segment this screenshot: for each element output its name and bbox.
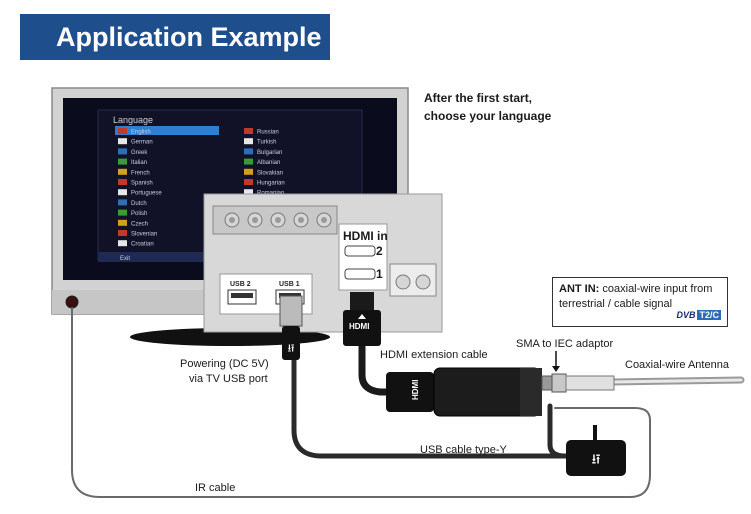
tv-connector-panel: HDMI in 2 1 USB 2 USB 1 [203, 193, 443, 333]
usb-female-body [566, 440, 626, 476]
language-option[interactable]: Bulgarian [257, 150, 282, 156]
iec-plug [565, 375, 615, 391]
flag-icon [118, 209, 127, 216]
language-option[interactable]: Polish [131, 211, 147, 217]
hdmi-in-label: HDMI in [343, 229, 388, 243]
instruction-line-2: choose your language [424, 109, 552, 123]
flag-icon [118, 179, 127, 185]
usb-plug: ⭿ [279, 295, 303, 360]
flag-icon [118, 219, 127, 226]
hdmi-2-label: 2 [376, 244, 383, 258]
usb-cable-type-y [291, 357, 603, 459]
ir-cable [71, 307, 651, 498]
powering-label-2: via TV USB port [189, 373, 268, 385]
menu-title: Language [113, 115, 153, 125]
usb-1-label: USB 1 [279, 281, 300, 288]
flag-icon [244, 128, 253, 134]
usb-plug-body [282, 326, 300, 360]
hdmi-port-2 [344, 245, 376, 257]
coax-antenna-label: Coaxial-wire Antenna [625, 359, 730, 371]
page-title: Application Example [20, 14, 330, 60]
flag-icon [244, 179, 253, 185]
flag-icon [118, 230, 127, 236]
ant-in-text-1: coaxial-wire input from [599, 283, 713, 295]
instruction-line-1: After the first start, [424, 91, 532, 105]
usb-female-connector: ⭿ [566, 425, 626, 476]
hdmi-port-1 [344, 268, 376, 280]
flag-icon [118, 240, 127, 247]
powering-label-1: Powering (DC 5V) [180, 358, 269, 370]
usb-cable-label: USB cable type-Y [420, 444, 507, 456]
language-option[interactable]: Slovenian [131, 232, 157, 238]
flag-icon [118, 138, 127, 145]
hdmi-extension-connector [386, 372, 434, 412]
language-option[interactable]: Slovakian [257, 170, 283, 176]
language-option[interactable]: Italian [131, 160, 147, 166]
language-option[interactable]: French [131, 170, 150, 176]
hdmi-connector-label: HDMI [411, 380, 420, 400]
ant-in-text-2: terrestrial / cable signal [559, 298, 673, 310]
hdmi-extension-cable [358, 341, 399, 396]
flag-icon [244, 168, 253, 175]
menu-footer: Exit [120, 256, 130, 262]
sma-iec-adaptor [551, 373, 567, 393]
flag-icon [244, 148, 253, 155]
hdmi-plug: HDMI [343, 292, 381, 346]
usb-symbol-icon: ⭿ [287, 342, 294, 355]
hdmi-1-label: 1 [376, 267, 383, 281]
menu-selection-highlight [115, 126, 219, 135]
language-option[interactable]: English [131, 130, 151, 136]
language-option[interactable]: Spanish [131, 181, 153, 187]
flag-icon [118, 128, 127, 134]
av-jacks [224, 212, 332, 228]
ant-in-title: ANT IN: [559, 283, 600, 295]
flag-icon [118, 199, 127, 206]
flag-icon [244, 138, 253, 145]
hdmi-extension-label: HDMI extension cable [380, 349, 488, 361]
adaptor-arrow-icon [552, 366, 560, 372]
flag-icon [118, 148, 127, 155]
flag-icon [118, 158, 127, 165]
ir-cable-label: IR cable [195, 482, 235, 494]
tv-bottom-panel [52, 290, 212, 314]
dvb-tuner-stick: HDMI [386, 351, 615, 417]
ant-in-note: ANT IN: coaxial-wire input from terrestr… [552, 277, 728, 327]
language-option[interactable]: German [131, 140, 153, 146]
flag-icon [244, 189, 253, 196]
language-option[interactable]: Greek [131, 150, 148, 156]
language-option[interactable]: Dutch [131, 201, 147, 207]
language-option[interactable]: Hungarian [257, 181, 285, 187]
flag-icon [244, 158, 253, 165]
sma-adaptor-label: SMA to IEC adaptor [516, 338, 614, 350]
hdmi-plug-body [343, 310, 381, 346]
cables [71, 307, 745, 498]
language-option[interactable]: Russian [257, 130, 279, 136]
language-option[interactable]: Albanian [257, 160, 280, 166]
hdmi-plug-label: HDMI [349, 322, 369, 331]
usb-y-branch [547, 403, 593, 459]
usb-2-label: USB 2 [230, 281, 251, 288]
flag-icon [118, 189, 127, 196]
language-option[interactable]: Croatian [131, 242, 154, 248]
language-option[interactable]: Portuguese [131, 191, 162, 197]
ir-sensor-icon [65, 295, 79, 309]
language-option[interactable]: Czech [131, 221, 148, 227]
sma-connector [541, 375, 553, 391]
language-option[interactable]: Turkish [257, 140, 276, 146]
usb-female-symbol-icon: ⭿ [591, 452, 600, 468]
flag-icon [118, 168, 127, 175]
